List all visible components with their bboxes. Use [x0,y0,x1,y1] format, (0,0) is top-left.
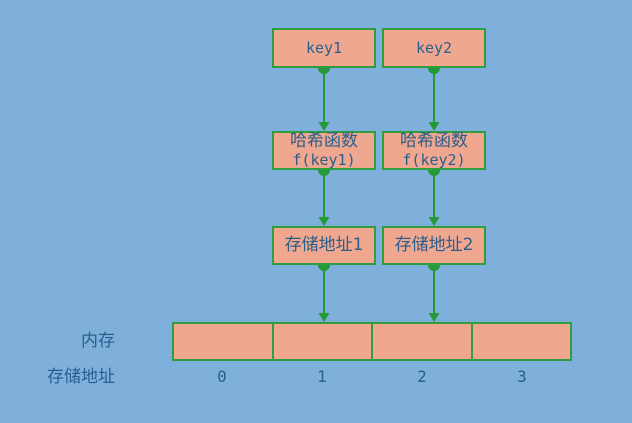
arrow-addr2-to-memory [428,259,440,322]
memory-cell-3 [473,324,571,359]
key1-box: key1 [272,28,376,68]
key2-box: key2 [382,28,486,68]
arrow-key1-to-hash1 [318,62,330,131]
arrowhead-icon [318,122,330,131]
hash-function-2-box: 哈希函数 f(key2) [382,131,486,170]
arrowhead-icon [428,122,440,131]
memory-cell-index-1: 1 [317,367,327,386]
arrowhead-icon [318,217,330,226]
hash-function-1-box: 哈希函数 f(key1) [272,131,376,170]
hash-function-2-title: 哈希函数 [400,131,468,151]
memory-cell-index-3: 3 [517,367,527,386]
hash-function-1-expr: f(key1) [292,151,356,169]
arrowhead-icon [428,313,440,322]
memory-cell-2 [373,324,473,359]
key2-label: key2 [415,39,453,57]
storage-address-2-label: 存储地址2 [394,235,474,255]
storage-address-1-box: 存储地址1 [272,226,376,265]
arrow-hash1-to-addr1 [318,164,330,226]
memory-cell-1 [274,324,373,359]
hash-function-2-expr: f(key2) [402,151,466,169]
arrowhead-icon [428,217,440,226]
key1-label: key1 [305,39,343,57]
storage-address-2-box: 存储地址2 [382,226,486,265]
arrowhead-icon [318,313,330,322]
memory-cell-index-0: 0 [217,367,227,386]
arrow-addr1-to-memory [318,259,330,322]
hash-function-1-title: 哈希函数 [290,131,358,151]
memory-bar [172,322,572,361]
memory-cell-index-2: 2 [417,367,427,386]
arrow-key2-to-hash2 [428,62,440,131]
arrow-hash2-to-addr2 [428,164,440,226]
memory-cell-0 [174,324,274,359]
storage-address-1-label: 存储地址1 [284,235,364,255]
memory-label: 内存 [81,331,115,351]
storage-address-row-label: 存储地址 [47,367,115,387]
